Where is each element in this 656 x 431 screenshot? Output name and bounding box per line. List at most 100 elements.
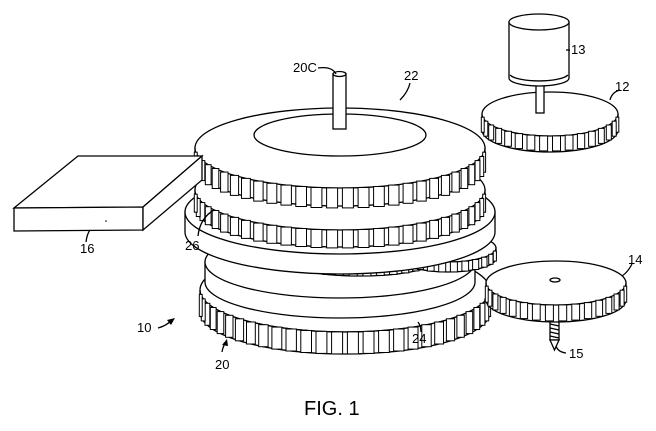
gear-tooth — [472, 259, 480, 270]
label-12: 12 — [615, 79, 629, 94]
gear-tooth — [495, 127, 503, 144]
gear-tooth — [460, 210, 469, 229]
gear-tooth — [393, 328, 405, 352]
label-10: 10 — [137, 320, 151, 335]
gear-tooth — [480, 116, 485, 133]
gear-tooth — [300, 330, 312, 353]
gear-tooth — [440, 174, 451, 196]
gear-tooth — [445, 318, 456, 342]
gear-tooth — [552, 135, 561, 152]
label-15: 15 — [569, 346, 583, 361]
gear-tooth — [285, 328, 297, 352]
gear-tooth — [597, 127, 605, 144]
gear-tooth — [211, 210, 220, 229]
gear-tooth — [484, 285, 489, 303]
screw-thread — [549, 331, 560, 335]
gear-tooth — [326, 229, 339, 249]
gear-tooth — [531, 303, 541, 321]
gear-22 — [193, 107, 487, 209]
label-13: 13 — [571, 42, 585, 57]
gear-tooth — [271, 326, 283, 350]
gear-tooth — [266, 224, 278, 244]
gear-tooth — [605, 124, 612, 141]
gear-tooth — [258, 324, 269, 348]
label-22: 22 — [404, 68, 418, 83]
gear-tooth — [402, 182, 414, 204]
figure-caption: FIG. 1 — [304, 398, 360, 420]
gear-tooth — [468, 164, 476, 186]
gear-tooth — [362, 330, 375, 354]
gear-tooth — [488, 253, 494, 265]
gear-tooth — [613, 293, 620, 311]
gear-tooth — [204, 164, 212, 186]
gear-tooth — [295, 228, 307, 247]
gear-tooth — [295, 186, 307, 207]
gear-tooth — [220, 171, 229, 193]
label-20c: 20C — [293, 60, 317, 75]
gear-tooth — [407, 326, 419, 350]
gear-tooth — [266, 182, 278, 204]
screw-thread — [549, 327, 560, 331]
gear-tooth — [451, 213, 460, 233]
gear-tooth — [246, 321, 256, 345]
gear-tooth — [479, 302, 486, 326]
gear-tooth — [481, 256, 488, 268]
gear-tooth — [378, 330, 390, 353]
gear-tooth — [429, 177, 440, 199]
gear-tooth — [468, 206, 476, 226]
gear-tooth — [373, 228, 385, 247]
gear-tooth — [357, 229, 370, 248]
gear-tooth — [421, 324, 432, 348]
gear-tooth — [576, 133, 586, 150]
gear-12 — [480, 91, 620, 153]
label-24: 24 — [412, 331, 426, 346]
gear-tooth — [449, 261, 458, 273]
gear-tooth — [416, 180, 427, 202]
gear-tooth — [434, 321, 445, 345]
gear-tooth — [488, 124, 495, 141]
gear-tooth — [429, 219, 440, 239]
gear-tooth — [229, 174, 240, 196]
gear-14 — [484, 260, 628, 323]
gear-tooth — [388, 226, 400, 246]
gear-tooth — [492, 293, 499, 311]
gear-tooth — [619, 289, 625, 307]
gear-tooth — [216, 311, 225, 335]
gear-24-teeth — [198, 293, 492, 355]
gear-tooth — [492, 250, 497, 262]
label-14: 14 — [628, 252, 642, 267]
gear-tooth — [474, 202, 481, 222]
gear-tooth — [588, 130, 596, 147]
gear-tooth — [456, 314, 465, 338]
gear-tooth — [595, 299, 604, 317]
gear-tooth — [341, 187, 354, 209]
gear-tooth — [465, 311, 474, 335]
gear-tooth — [331, 331, 344, 355]
gear-tooth — [583, 302, 593, 320]
gear-tooth — [474, 160, 481, 182]
gear-tooth — [544, 304, 554, 322]
gear-tooth — [346, 331, 359, 355]
gear-tooth — [310, 187, 323, 208]
gear-tooth — [229, 216, 240, 236]
screw-thread — [549, 323, 560, 327]
gear-tooth — [402, 224, 414, 244]
gear-tooth — [373, 186, 385, 207]
gear-tooth — [508, 299, 517, 317]
gear-tooth — [209, 307, 217, 330]
gear-tooth — [225, 314, 234, 338]
gear-tooth — [280, 226, 292, 246]
gear-tooth — [473, 307, 481, 330]
gear-tooth — [241, 177, 251, 199]
leader-lines — [85, 49, 633, 354]
gear-tooth — [416, 222, 427, 242]
motor-13 — [508, 13, 570, 114]
gear-tooth — [504, 130, 512, 147]
gear-tooth — [605, 296, 613, 314]
gear-tooth — [341, 229, 354, 249]
gear-tooth — [241, 219, 251, 239]
gear-tooth — [211, 168, 220, 189]
gear-tooth — [357, 187, 370, 208]
gear-tooth — [326, 187, 339, 209]
